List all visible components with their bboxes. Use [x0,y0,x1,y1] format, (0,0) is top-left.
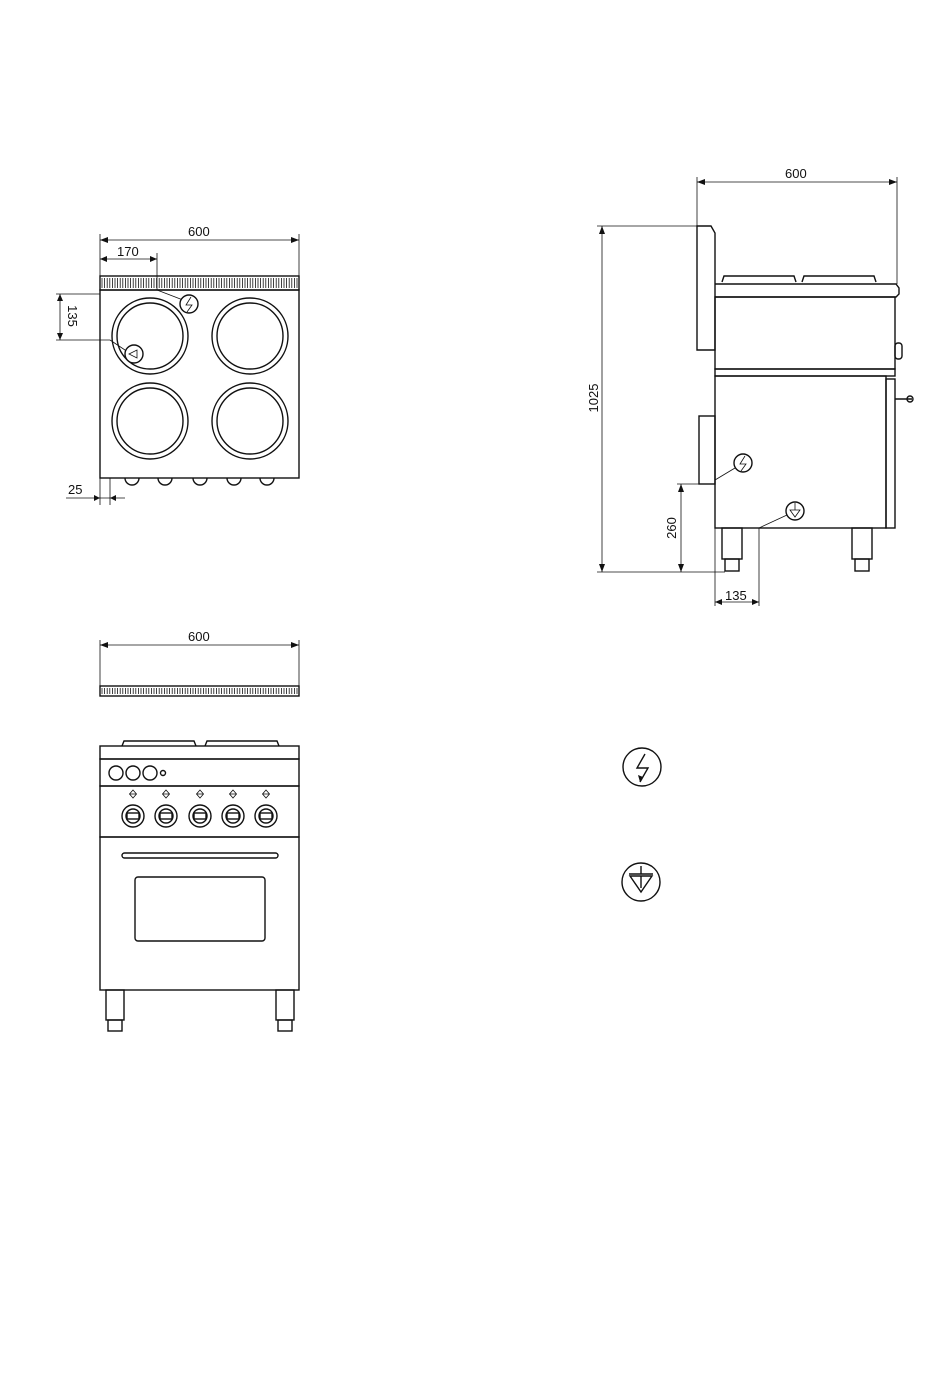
top-view-knobs [125,478,274,485]
top-view: 600 170 [56,224,299,505]
top-edge-dimension: 25 [68,482,82,497]
side-width-dimension: 600 [785,166,807,181]
equipotential-connection-icon [622,863,660,901]
side-view: 600 1025 [586,166,913,606]
top-offset-y-dimension: 135 [65,305,80,327]
equipotential-icon [759,502,804,528]
hotplate-rear-left [112,298,188,374]
oven-window [135,877,265,941]
top-width-dimension: 600 [188,224,210,239]
top-offset-x-dimension: 170 [117,244,139,259]
front-view: 600 [100,629,299,1031]
side-conn-height-dimension: 260 [664,517,679,539]
control-knob-icon [122,790,144,827]
control-knob-icon [189,790,211,827]
electric-connection-icon [623,748,661,786]
legend [622,748,661,901]
control-knob-icon [155,790,177,827]
indicator-lights [109,766,166,780]
oven-handle [122,853,278,858]
front-rib-strip [102,688,297,694]
hotplate-front-left [112,383,188,459]
control-knobs [122,790,277,827]
control-knob-icon [222,790,244,827]
hotplate-front-right [212,383,288,459]
electric-icon [180,295,198,313]
side-knob [895,343,902,359]
control-knob-icon [255,790,277,827]
electric-icon [715,454,752,480]
side-height-dimension: 1025 [586,384,601,413]
hotplate-rear-right [212,298,288,374]
rear-rib-strip [102,278,297,288]
side-conn-depth-dimension: 135 [725,588,747,603]
front-width-dimension: 600 [188,629,210,644]
equipotential-icon [125,345,143,363]
